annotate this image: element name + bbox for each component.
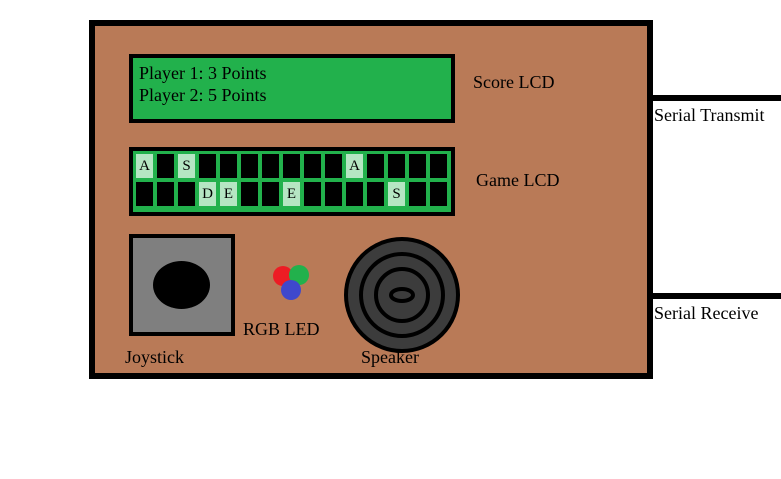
- lcd-cell-r1-c4: [199, 154, 216, 178]
- lcd-cell-r2-c2: [157, 182, 174, 206]
- lcd-cell-r2-c13: S: [388, 182, 405, 206]
- lcd-cell-r2-c7: [262, 182, 279, 206]
- speaker-ring-3: [374, 267, 430, 323]
- lcd-cell-r2-c12: [367, 182, 384, 206]
- score-lcd-label: Score LCD: [473, 72, 555, 92]
- lcd-cell-r2-c11: [346, 182, 363, 206]
- joystick-label: Joystick: [125, 347, 185, 367]
- lcd-cell-r1-c11: A: [346, 154, 363, 178]
- led-blue: [281, 280, 301, 300]
- controller-board: Player 1: 3 Points Player 2: 5 Points A S…: [89, 20, 653, 379]
- speaker-ring-2: [359, 252, 445, 338]
- joystick-knob: [153, 261, 210, 309]
- rgb-led-label: RGB LED: [243, 319, 320, 339]
- lcd-cell-r1-c9: [304, 154, 321, 178]
- lcd-cell-r2-c15: [430, 182, 447, 206]
- speaker: [344, 237, 460, 353]
- lcd-cell-r2-c9: [304, 182, 321, 206]
- game-lcd-label: Game LCD: [476, 170, 560, 190]
- led-green: [289, 265, 309, 285]
- serial-transmit-wire: [647, 95, 781, 101]
- joystick: [129, 234, 235, 336]
- lcd-cell-r2-c3: [178, 182, 195, 206]
- lcd-cell-r1-c8: [283, 154, 300, 178]
- rgb-led: [273, 265, 309, 300]
- lcd-cell-r2-c14: [409, 182, 426, 206]
- serial-transmit-label: Serial Transmit: [654, 105, 765, 125]
- speaker-label: Speaker: [361, 347, 419, 367]
- score-lcd: Player 1: 3 Points Player 2: 5 Points: [129, 54, 455, 123]
- lcd-cell-r2-c10: [325, 182, 342, 206]
- speaker-center: [389, 287, 415, 303]
- lcd-cell-r1-c12: [367, 154, 384, 178]
- lcd-cell-r2-c1: [136, 182, 153, 206]
- lcd-cell-r1-c13: [388, 154, 405, 178]
- score-line-player-2: Player 2: 5 Points: [139, 85, 267, 105]
- lcd-cell-r1-c14: [409, 154, 426, 178]
- lcd-cell-r2-c8: E: [283, 182, 300, 206]
- serial-receive-label: Serial Receive: [654, 303, 759, 323]
- lcd-cell-r1-c15: [430, 154, 447, 178]
- serial-receive-wire: [647, 293, 781, 299]
- score-line-player-1: Player 1: 3 Points: [139, 63, 267, 83]
- lcd-cell-r2-c5: E: [220, 182, 237, 206]
- lcd-cell-r1-c1: A: [136, 154, 153, 178]
- lcd-cell-r1-c6: [241, 154, 258, 178]
- lcd-cell-r2-c6: [241, 182, 258, 206]
- lcd-cell-r1-c5: [220, 154, 237, 178]
- lcd-cell-r2-c4: D: [199, 182, 216, 206]
- lcd-cell-r1-c2: [157, 154, 174, 178]
- lcd-cell-r1-c7: [262, 154, 279, 178]
- lcd-cell-r1-c10: [325, 154, 342, 178]
- lcd-cell-r1-c3: S: [178, 154, 195, 178]
